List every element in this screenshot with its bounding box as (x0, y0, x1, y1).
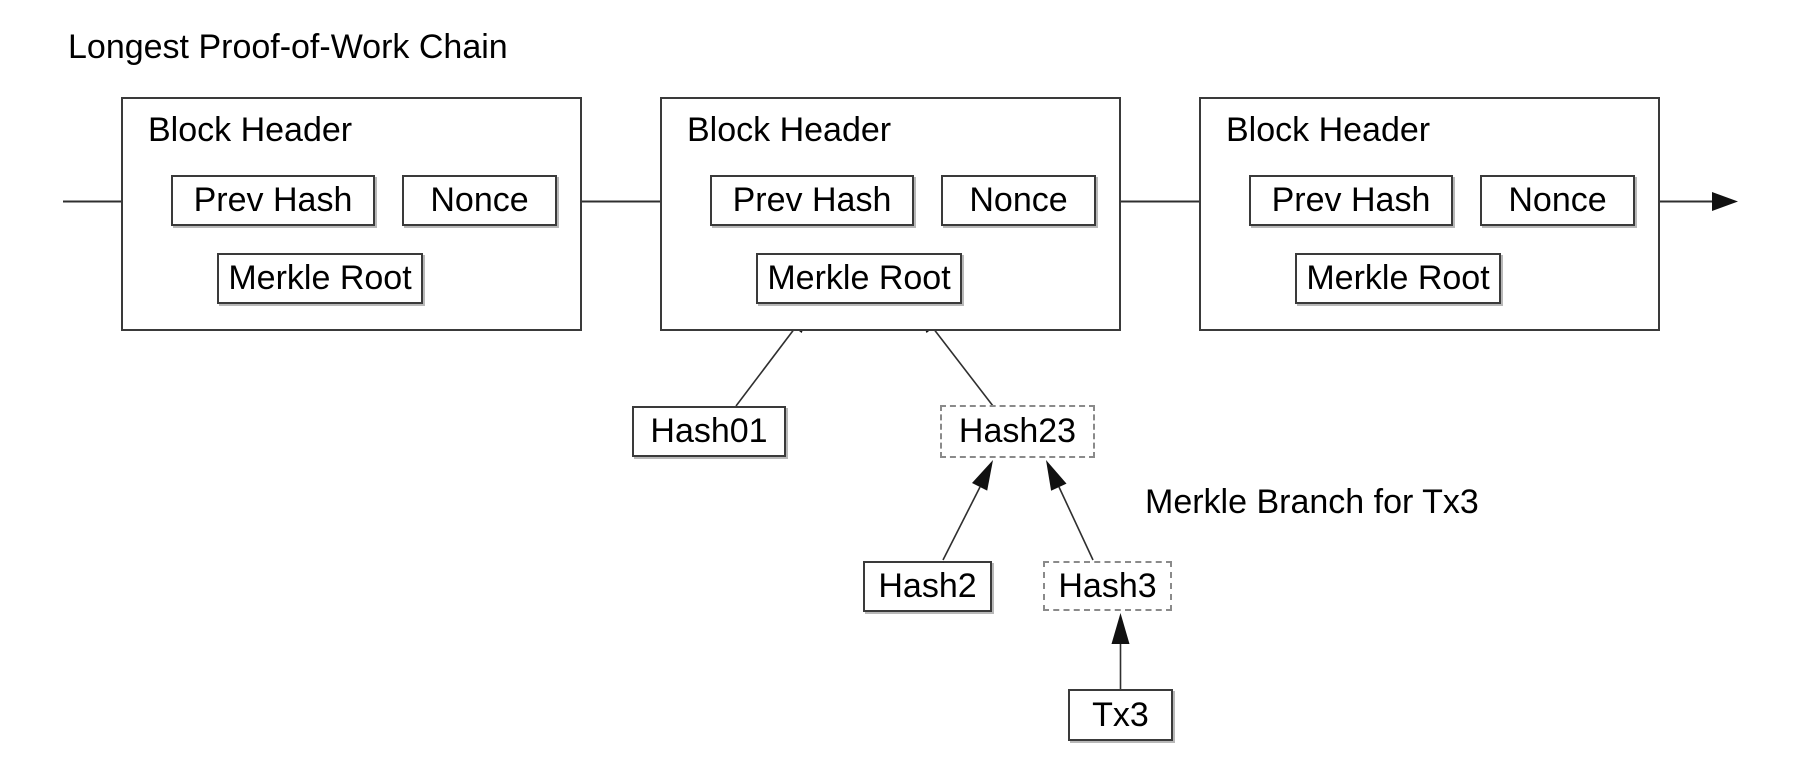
prev-hash-field: Prev Hash (710, 175, 914, 226)
prev-hash-field: Prev Hash (1249, 175, 1453, 226)
arrow-up-tx3-to-hash3-icon (1111, 613, 1130, 689)
block-header-box-2: Block Header Prev Hash Nonce Merkle Root (660, 97, 1121, 331)
merkle-node-hash2: Hash2 (863, 561, 992, 612)
block-header-label: Block Header (1226, 111, 1431, 149)
nonce-field: Nonce (402, 175, 557, 226)
arrow-up-hash3-to-hash23-icon (1046, 460, 1094, 561)
block-header-label: Block Header (687, 111, 892, 149)
merkle-branch-annotation: Merkle Branch for Tx3 (1145, 483, 1479, 521)
diagram-title: Longest Proof-of-Work Chain (68, 28, 508, 66)
block-header-box-3: Block Header Prev Hash Nonce Merkle Root (1199, 97, 1660, 331)
arrow-right-out-of-block3-icon (1660, 192, 1738, 211)
merkle-node-hash3: Hash3 (1043, 561, 1172, 611)
nonce-field: Nonce (1480, 175, 1635, 226)
block-header-label: Block Header (148, 111, 353, 149)
merkle-node-hash23: Hash23 (940, 405, 1095, 458)
merkle-node-hash01: Hash01 (632, 406, 786, 457)
merkle-root-field: Merkle Root (756, 253, 962, 304)
merkle-root-field: Merkle Root (217, 253, 423, 304)
block-header-box-1: Block Header Prev Hash Nonce Merkle Root (121, 97, 582, 331)
prev-hash-field: Prev Hash (171, 175, 375, 226)
merkle-node-tx3: Tx3 (1068, 689, 1173, 741)
arrow-up-hash2-to-hash23-icon (942, 460, 993, 561)
merkle-root-field: Merkle Root (1295, 253, 1501, 304)
nonce-field: Nonce (941, 175, 1096, 226)
